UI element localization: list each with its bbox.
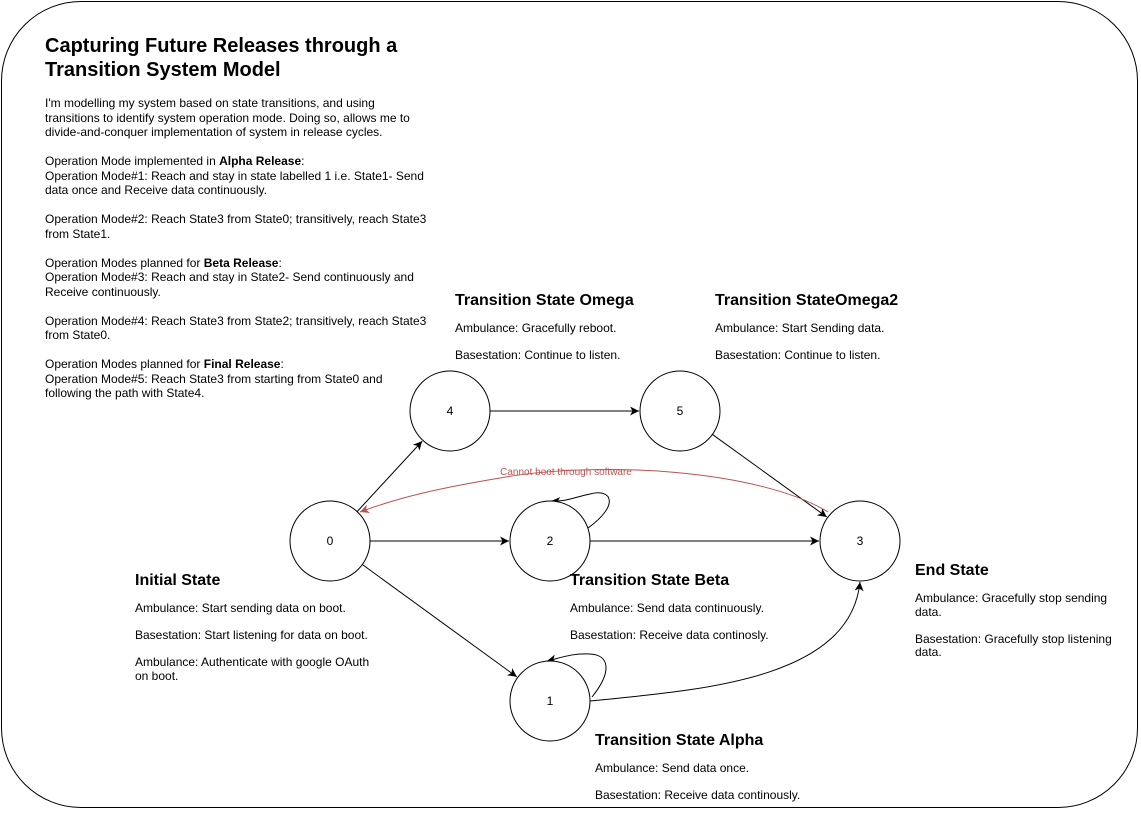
- operation-mode-5: Operation Mode#5: Reach State3 from star…: [45, 371, 383, 401]
- state-label-4: 4: [447, 404, 454, 418]
- beta-release-name: Beta Release: [203, 255, 279, 270]
- state-label-2: 2: [547, 534, 554, 548]
- note-omega2-line-1: Ambulance: Start Sending data.: [715, 321, 885, 335]
- note-initial-heading: Initial State: [135, 572, 221, 589]
- transition-1-to-1: [546, 653, 607, 698]
- note-omega-heading: Transition State Omega: [455, 292, 634, 309]
- note-end-heading: End State: [915, 562, 989, 579]
- note-beta-heading: Transition State Beta: [570, 572, 730, 589]
- note-alpha-line-2: Basestation: Receive data continously.: [595, 788, 801, 802]
- note-end-line-1: Ambulance: Gracefully stop sending data.: [915, 591, 1108, 619]
- beta-release-section: Operation Modes planned for Beta Release…: [45, 256, 430, 300]
- note-transition-omega2: Transition StateOmega2 Ambulance: Start …: [715, 292, 945, 376]
- operation-mode-1: Operation Mode#1: Reach and stay in stat…: [45, 168, 424, 198]
- state-node-0: [289, 500, 371, 582]
- note-transition-beta: Transition State Beta Ambulance: Send da…: [570, 572, 800, 656]
- note-beta-line-2: Basestation: Receive data continosly.: [570, 628, 769, 642]
- note-initial-state: Initial State Ambulance: Start sending d…: [135, 572, 380, 697]
- alpha-release-name: Alpha Release: [219, 154, 302, 168]
- state-label-3: 3: [857, 534, 864, 548]
- state-node-1: [509, 660, 591, 742]
- state-label-5: 5: [677, 404, 684, 418]
- final-release-section: Operation Modes planned for Final Releas…: [45, 357, 430, 401]
- note-initial-line-3: Ambulance: Authenticate with google OAut…: [135, 655, 370, 683]
- operation-mode-4: Operation Mode#4: Reach State3 from Stat…: [45, 313, 427, 343]
- transition-0-to-1: [362, 564, 518, 678]
- alpha-release-heading: Operation Mode implemented in Alpha Rele…: [45, 154, 305, 168]
- intro-text: I'm modelling my system based on state t…: [45, 96, 430, 415]
- state-node-2: [509, 500, 591, 582]
- state-label-0: 0: [327, 534, 334, 548]
- note-omega2-heading: Transition StateOmega2: [715, 292, 899, 309]
- beta-release-heading: Operation Modes planned for Beta Release…: [45, 255, 282, 270]
- transition-5-to-3: [712, 434, 828, 518]
- note-omega-line-1: Ambulance: Gracefully reboot.: [455, 321, 617, 335]
- operation-mode-2: Operation Mode#2: Reach State3 from Stat…: [45, 212, 427, 241]
- intro-summary: I'm modelling my system based on state t…: [45, 96, 410, 139]
- alpha-release-section: Operation Mode implemented in Alpha Rele…: [45, 154, 430, 198]
- transition-1-to-3: [589, 581, 864, 702]
- note-end-line-2: Basestation: Gracefully stop listening d…: [915, 631, 1112, 659]
- note-initial-line-2: Basestation: Start listening for data on…: [135, 628, 368, 642]
- state-label-1: 1: [547, 694, 554, 708]
- transition-label-3-to-0: Cannot boot through software: [500, 467, 632, 478]
- page-title: Capturing Future Releases through a Tran…: [45, 35, 398, 81]
- state-node-5: [639, 370, 721, 452]
- note-end-state: End State Ambulance: Gracefully stop sen…: [915, 562, 1120, 673]
- transition-0-to-4: [356, 440, 423, 512]
- final-release-name: Final Release: [203, 357, 281, 371]
- transition-3-to-0: [359, 468, 829, 514]
- note-alpha-line-1: Ambulance: Send data once.: [595, 761, 750, 775]
- final-release-heading: Operation Modes planned for Final Releas…: [45, 357, 284, 371]
- operation-mode-3: Operation Mode#3: Reach and stay in Stat…: [45, 270, 414, 299]
- note-initial-line-1: Ambulance: Start sending data on boot.: [135, 601, 346, 615]
- note-omega-line-2: Basestation: Continue to listen.: [455, 348, 621, 362]
- note-alpha-heading: Transition State Alpha: [595, 732, 764, 749]
- note-beta-line-1: Ambulance: Send data continuously.: [570, 601, 764, 615]
- state-node-3: [819, 500, 901, 582]
- note-transition-alpha: Transition State Alpha Ambulance: Send d…: [595, 732, 825, 816]
- note-transition-omega: Transition State Omega Ambulance: Gracef…: [455, 292, 685, 376]
- transition-2-to-2: [550, 492, 610, 529]
- note-omega2-line-2: Basestation: Continue to listen.: [715, 348, 881, 362]
- state-node-4: [409, 370, 491, 452]
